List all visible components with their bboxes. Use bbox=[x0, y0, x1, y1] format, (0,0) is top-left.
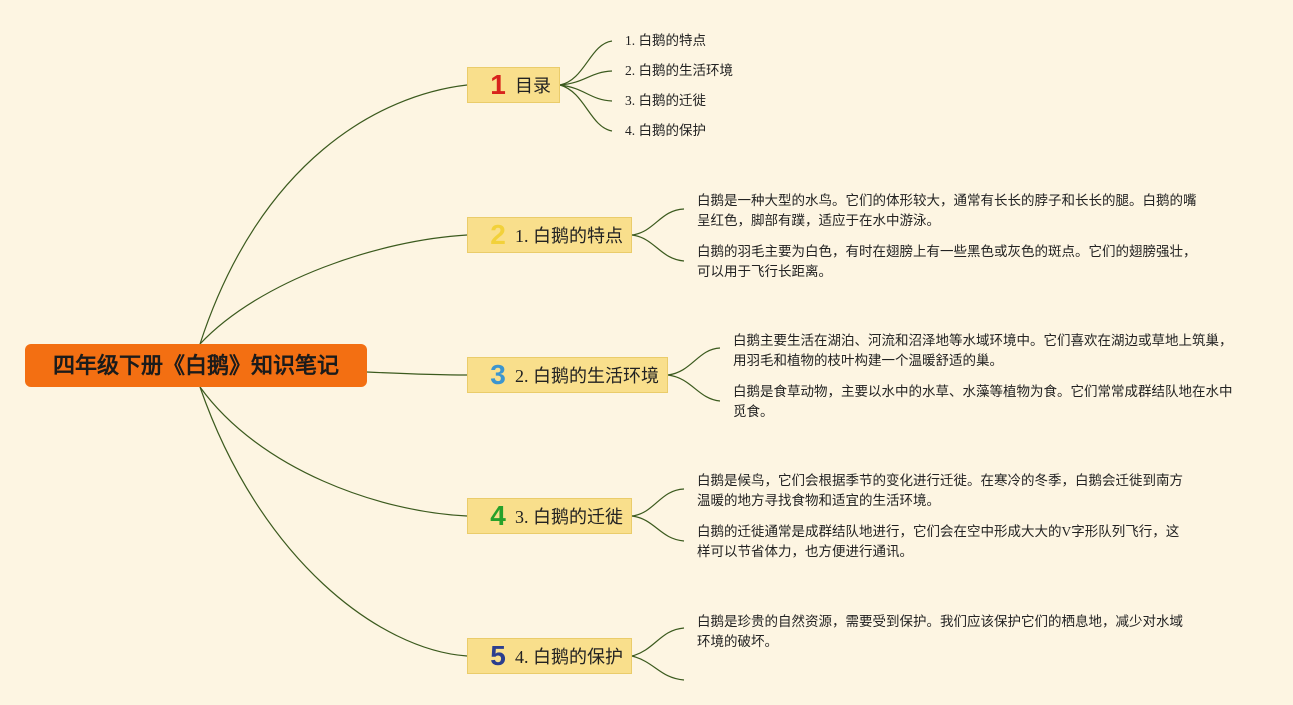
branch-label: 2. 白鹅的生活环境 bbox=[515, 366, 659, 386]
migration-note-1[interactable]: 白鹅是候鸟，它们会根据季节的变化进行迁徙。在寒冷的冬季，白鹅会迁徙到南方温暖的地… bbox=[697, 473, 1183, 508]
number-5-icon: 5 bbox=[490, 640, 506, 671]
toc-item-2[interactable]: 2. 白鹅的生活环境 bbox=[625, 63, 733, 78]
habitat-note-1[interactable]: 白鹅主要生活在湖泊、河流和沼泽地等水域环境中。它们喜欢在湖边或草地上筑巢，用羽毛… bbox=[733, 333, 1233, 368]
toc-item-1[interactable]: 1. 白鹅的特点 bbox=[625, 33, 706, 48]
number-1-icon: 1 bbox=[490, 69, 506, 100]
protection-note-1[interactable]: 白鹅是珍贵的自然资源，需要受到保护。我们应该保护它们的栖息地，减少对水域环境的破… bbox=[697, 614, 1183, 649]
number-2-icon: 2 bbox=[490, 219, 506, 250]
toc-item-3[interactable]: 3. 白鹅的迁徙 bbox=[625, 93, 706, 108]
migration-note-2[interactable]: 白鹅的迁徙通常是成群结队地进行，它们会在空中形成大大的V字形队列飞行，这样可以节… bbox=[697, 524, 1180, 559]
features-note-2[interactable]: 白鹅的羽毛主要为白色，有时在翅膀上有一些黑色或灰色的斑点。它们的翅膀强壮，可以用… bbox=[697, 244, 1197, 279]
branch-habitat[interactable]: 3 2. 白鹅的生活环境 bbox=[467, 357, 668, 393]
branch-migration[interactable]: 4 3. 白鹅的迁徙 bbox=[467, 498, 632, 534]
root-topic[interactable]: 四年级下册《白鹅》知识笔记 bbox=[25, 344, 367, 387]
number-3-icon: 3 bbox=[490, 359, 506, 390]
branch-features[interactable]: 2 1. 白鹅的特点 bbox=[467, 217, 632, 253]
habitat-note-2[interactable]: 白鹅是食草动物，主要以水中的水草、水藻等植物为食。它们常常成群结队地在水中觅食。 bbox=[733, 384, 1233, 419]
branch-label: 4. 白鹅的保护 bbox=[515, 647, 623, 667]
number-4-icon: 4 bbox=[490, 500, 506, 531]
toc-item-4[interactable]: 4. 白鹅的保护 bbox=[625, 123, 706, 138]
features-note-1[interactable]: 白鹅是一种大型的水鸟。它们的体形较大，通常有长长的脖子和长长的腿。白鹅的嘴呈红色… bbox=[697, 193, 1197, 228]
branch-label: 目录 bbox=[515, 76, 551, 96]
branch-label: 3. 白鹅的迁徙 bbox=[515, 507, 623, 527]
branch-label: 1. 白鹅的特点 bbox=[515, 226, 623, 246]
branch-table-of-contents[interactable]: 1 目录 bbox=[467, 67, 560, 103]
branch-protection[interactable]: 5 4. 白鹅的保护 bbox=[467, 638, 632, 674]
